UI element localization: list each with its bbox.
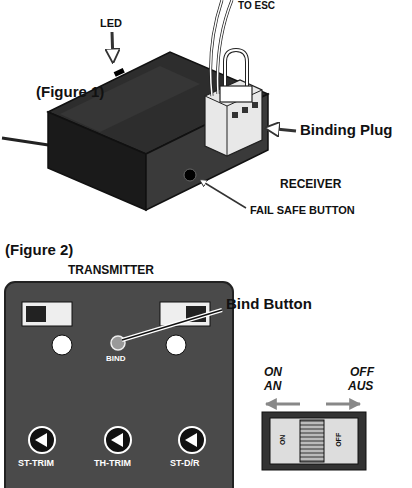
- switch-marking: ON: [279, 435, 287, 446]
- leader-line: [122, 310, 222, 340]
- part-label: Bind Button: [226, 296, 312, 313]
- figure-label: (Figure 1): [36, 84, 104, 101]
- trim-label: TH-TRIM: [94, 459, 131, 469]
- part-label: Binding Plug: [300, 122, 392, 139]
- binding-plug: [205, 50, 262, 156]
- panel-title: TRANSMITTER: [68, 264, 154, 277]
- led: [114, 68, 125, 77]
- direction-arrow: [266, 403, 300, 406]
- figure-label: (Figure 2): [5, 242, 73, 259]
- switch-state: ON: [264, 366, 282, 379]
- trim-label: ST-TRIM: [18, 459, 54, 469]
- leader-arrow: [266, 128, 296, 131]
- switch-state: OFF: [350, 366, 374, 379]
- leader-arrow: [112, 32, 113, 62]
- trim-knob: [29, 427, 205, 453]
- wire-label: TO ESC: [238, 0, 275, 11]
- direction-arrow: [326, 403, 360, 406]
- leader-line: [122, 310, 222, 340]
- transmitter-panel: [5, 282, 233, 488]
- fail-safe-button: [184, 169, 196, 181]
- leader-arrow: [200, 180, 246, 208]
- part-label: FAIL SAFE BUTTON: [250, 204, 355, 216]
- switch-marking: OFF: [335, 433, 343, 447]
- esc-wires: [210, 0, 232, 96]
- power-switch: [262, 412, 366, 470]
- button-label: BIND: [106, 355, 126, 364]
- trim-label: ST-D/R: [170, 459, 200, 469]
- switch-state: AUS: [348, 380, 373, 393]
- part-label: LED: [100, 17, 122, 29]
- antenna-wire: [2, 138, 55, 146]
- receiver-body: [2, 52, 268, 210]
- part-label: RECEIVER: [280, 178, 341, 191]
- switch-state: AN: [264, 380, 281, 393]
